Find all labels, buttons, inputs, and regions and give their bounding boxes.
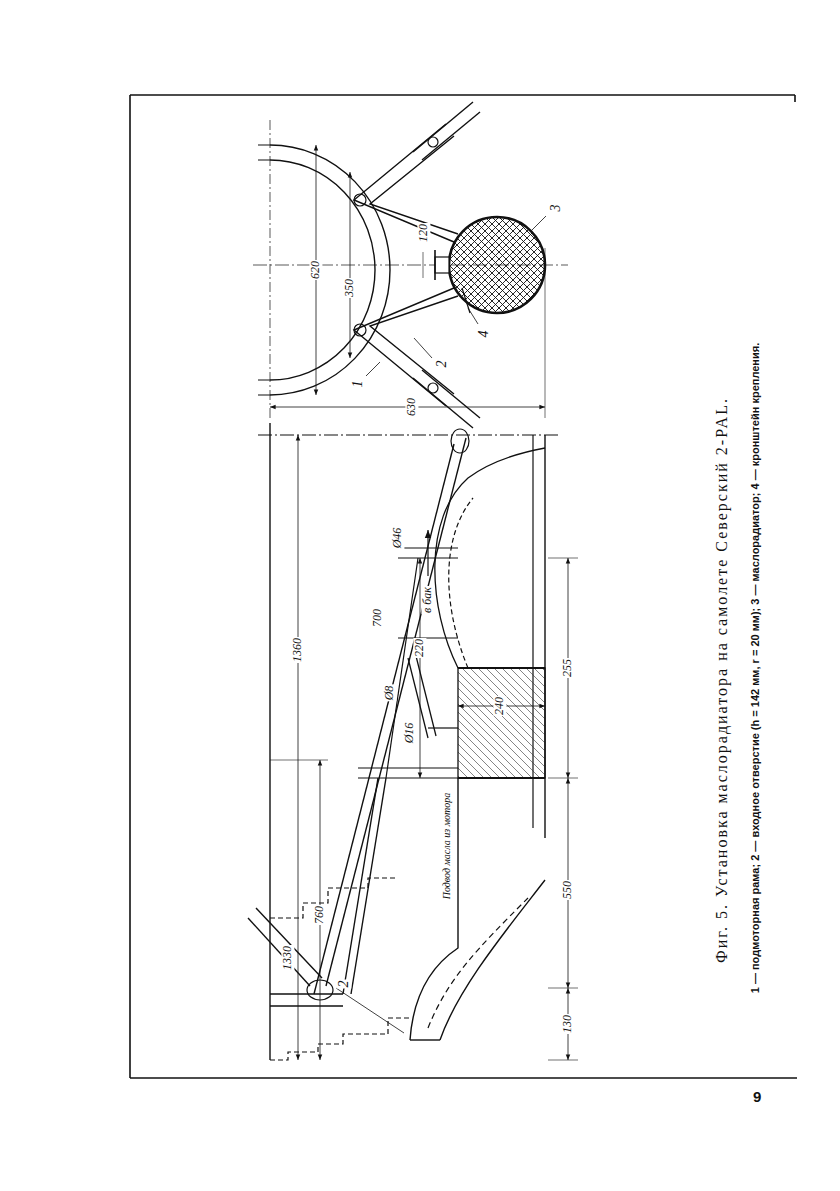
dimension: 240 <box>493 696 506 716</box>
dimension: 130 <box>561 1014 574 1034</box>
dimension: 620 <box>309 260 322 280</box>
dimension: 630 <box>405 397 418 417</box>
dimension: 700 <box>371 608 384 628</box>
oil-radiator-drawing <box>128 88 798 1078</box>
legend-text: 1 — подмоторная рама; 2 — входное отверс… <box>749 342 761 995</box>
rotated-sheet: Фиг. 5. Установка маслорадиатора на само… <box>128 88 798 1078</box>
diameter: Ø46 <box>391 527 404 550</box>
dimension: 220 <box>413 638 426 658</box>
callout-number: 2 <box>434 360 449 369</box>
dimension: 550 <box>561 880 574 900</box>
dimension: 1330 <box>281 945 294 971</box>
diameter: Ø8 <box>383 685 396 702</box>
callout-number: 3 <box>548 204 563 213</box>
callout-number: 2 <box>336 980 351 989</box>
flow-note: Подвод масла из мотора <box>441 792 452 901</box>
flow-note: в бак <box>421 586 434 614</box>
callout-number: 1 <box>350 380 365 389</box>
dimension: 120 <box>417 223 430 243</box>
dimension: 760 <box>313 905 326 925</box>
dimension: 255 <box>561 658 574 678</box>
page-number: 9 <box>752 1089 762 1106</box>
dimension: 1360 <box>291 637 304 663</box>
figure-caption: Фиг. 5. Установка маслорадиатора на само… <box>713 396 731 964</box>
diameter: Ø16 <box>403 722 416 745</box>
callout-number: 4 <box>476 330 491 339</box>
dimension: 350 <box>343 278 356 298</box>
